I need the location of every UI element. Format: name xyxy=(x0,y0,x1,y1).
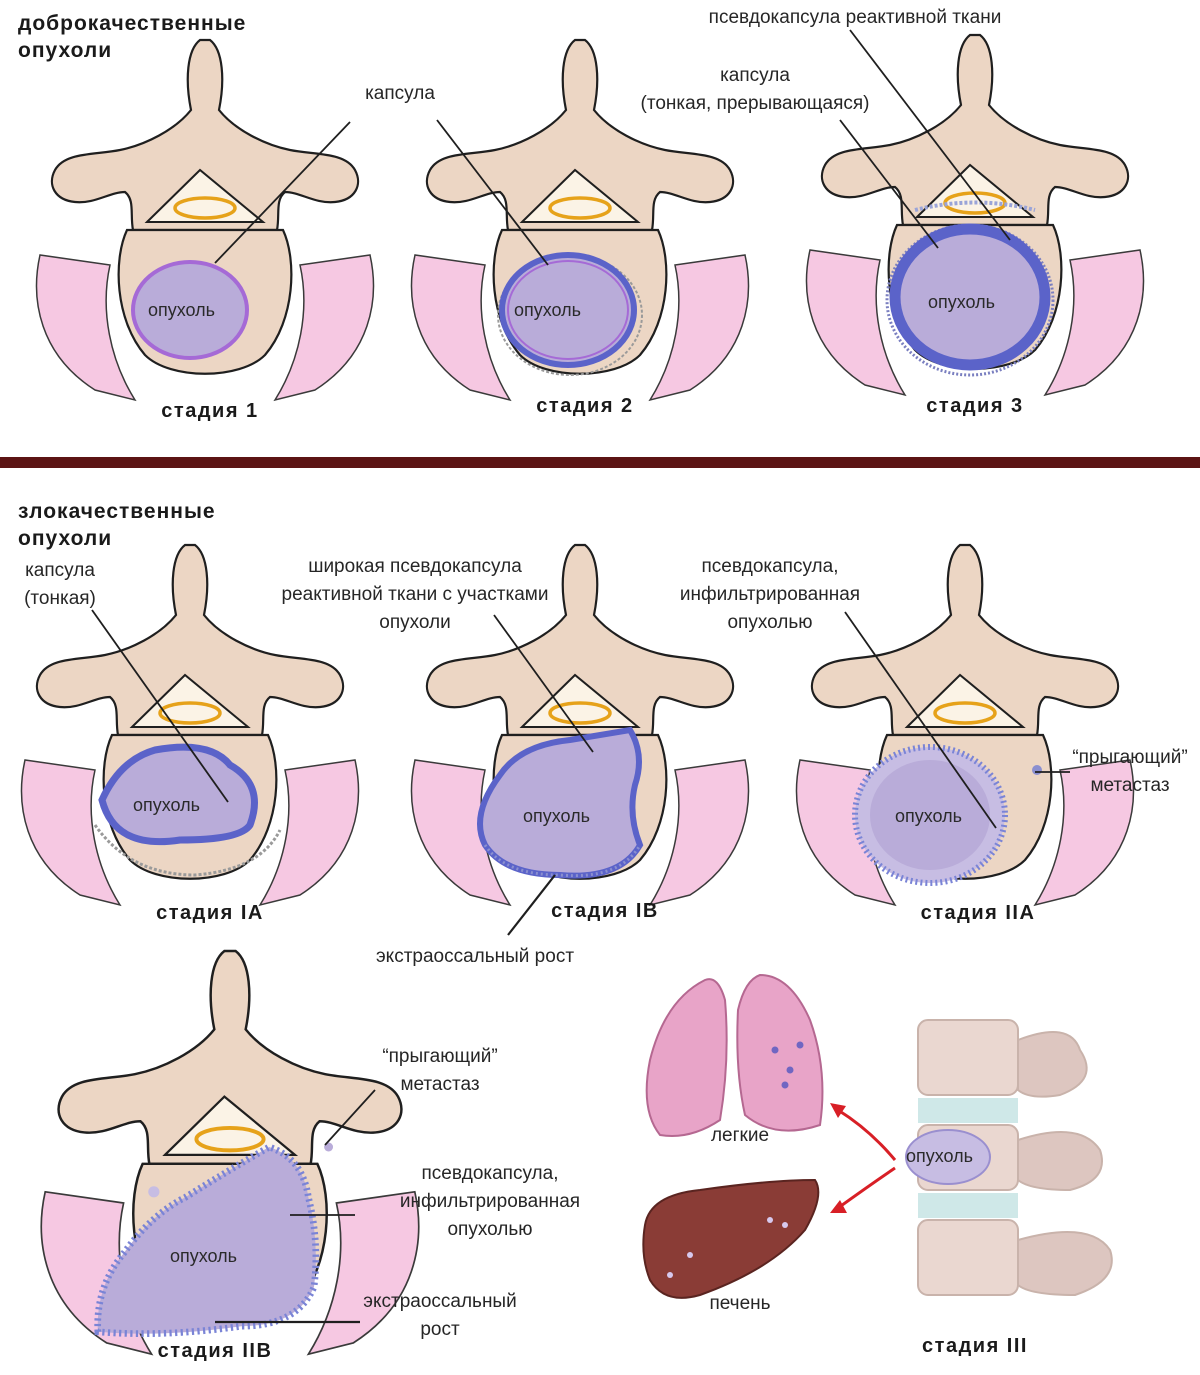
benign-heading: доброкачественные опухоли xyxy=(18,10,246,64)
stage-III-label: стадия III xyxy=(922,1335,1028,1357)
label-capsule-thin-line2: (тонкая, прерывающаяся) xyxy=(640,93,870,114)
benign-heading-line1: доброкачественные xyxy=(18,12,247,35)
malignant-heading: злокачественные опухоли xyxy=(18,498,216,552)
tumor-label-stage2: опухоль xyxy=(514,300,582,320)
label-wide-line3: опухоли xyxy=(379,612,451,633)
label-infiltrated-line2: инфильтрированная xyxy=(679,584,861,605)
tumor-label-stageIB: опухоль xyxy=(523,806,591,826)
vertebra-stageIA xyxy=(19,543,361,907)
label-liver: печень xyxy=(709,1293,771,1314)
label-wide-line1: широкая псевдокапсула xyxy=(308,556,522,577)
malignant-heading-line1: злокачественные xyxy=(18,500,216,523)
label-infiltrated-line1: псевдокапсула, xyxy=(701,556,839,577)
stage-IIB-label: стадия IIB xyxy=(157,1340,273,1362)
stage-3-label: стадия 3 xyxy=(926,395,1024,417)
label-extraosseous2-line1: экстраоссальный xyxy=(363,1291,517,1312)
spine-column-illustration xyxy=(905,1019,1113,1297)
stage-2-label: стадия 2 xyxy=(536,395,634,417)
section-divider xyxy=(0,457,1200,468)
metastasis-arrows xyxy=(830,1103,897,1213)
label-infiltrated2-line1: псевдокапсула, xyxy=(421,1163,559,1184)
benign-heading-line2: опухоли xyxy=(18,39,113,62)
stage-1-label: стадия 1 xyxy=(161,400,259,422)
label-extraosseous2-line2: рост xyxy=(420,1319,460,1340)
label-infiltrated2-line3: опухолью xyxy=(447,1219,533,1240)
tumor-label-stage3: опухоль xyxy=(928,292,996,312)
label-infiltrated-pseudocapsule-2: псевдокапсула, инфильтрированная опухоль… xyxy=(370,1160,610,1244)
label-infiltrated-line3: опухолью xyxy=(727,612,813,633)
tumor-label-stageIIB: опухоль xyxy=(170,1246,238,1266)
label-extraosseous: экстраоссальный рост xyxy=(375,946,575,967)
label-infiltrated2-line2: инфильтрированная xyxy=(399,1191,581,1212)
label-wide-pseudocapsule: широкая псевдокапсула реактивной ткани с… xyxy=(240,553,590,637)
label-skip2-line1: “прыгающий” xyxy=(382,1046,498,1067)
vertebra-stage2 xyxy=(409,38,751,402)
tumor-label-stageIA: опухоль xyxy=(133,795,201,815)
label-capsule: капсула xyxy=(365,83,435,104)
stage-IB-label: стадия IB xyxy=(551,900,659,922)
label-skip-line1: “прыгающий” xyxy=(1072,747,1188,768)
label-skip2-line2: метастаз xyxy=(400,1074,480,1095)
tumor-label-stage1: опухоль xyxy=(148,300,216,320)
vertebra-stageIIB xyxy=(39,949,421,1357)
vertebra-stageIB xyxy=(409,543,751,907)
label-skip-metastasis-2: “прыгающий” метастаз xyxy=(360,1043,520,1099)
tumor-label-stageIIA: опухоль xyxy=(895,806,963,826)
label-capsule-line2: (тонкая) xyxy=(24,588,96,609)
label-capsule-line1: капсула xyxy=(25,560,95,581)
stage-IA-label: стадия IA xyxy=(156,902,264,924)
label-skip-line2: метастаз xyxy=(1090,775,1170,796)
label-capsule-thin: капсула (тонкая, прерывающаяся) xyxy=(600,62,910,118)
label-infiltrated-pseudocapsule: псевдокапсула, инфильтрированная опухоль… xyxy=(650,553,890,637)
tumor-label-stageIII: опухоль xyxy=(906,1146,974,1166)
stage-IIA-label: стадия IIA xyxy=(920,902,1036,924)
malignant-heading-line2: опухоли xyxy=(18,527,113,550)
vertebra-stage3 xyxy=(804,33,1146,397)
label-capsule-thin-malignant: капсула (тонкая) xyxy=(5,557,115,613)
label-capsule-thin-line1: капсула xyxy=(720,65,790,86)
vertebra-stage1 xyxy=(34,38,376,402)
label-lungs: легкие xyxy=(710,1125,770,1146)
label-pseudocapsule: псевдокапсула реактивной ткани xyxy=(708,7,1002,28)
label-skip-metastasis: “прыгающий” метастаз xyxy=(1060,744,1200,800)
label-wide-line2: реактивной ткани с участками xyxy=(281,584,549,605)
label-extraosseous-2: экстраоссальный рост xyxy=(340,1288,540,1344)
liver-illustration xyxy=(642,1178,820,1299)
lungs-illustration xyxy=(645,973,824,1137)
vertebra-stageIIA xyxy=(794,543,1136,907)
